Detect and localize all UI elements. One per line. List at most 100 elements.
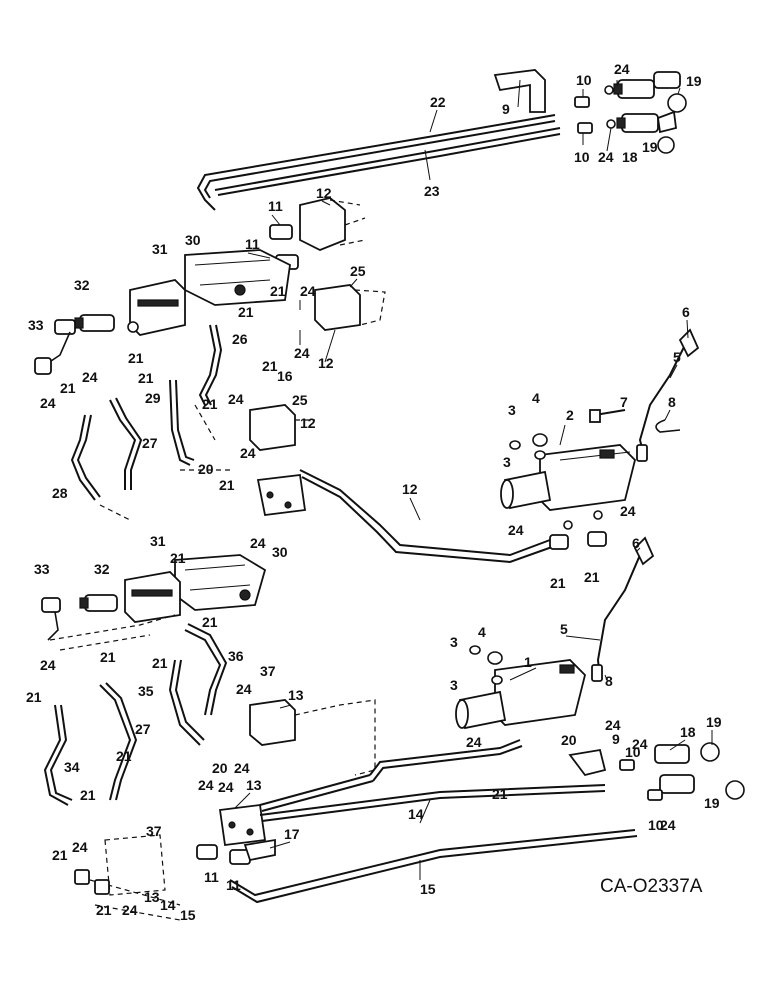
callout-19: 19	[686, 73, 702, 89]
callout-19: 19	[642, 139, 658, 155]
hose-26	[198, 324, 223, 406]
tube-14	[259, 784, 606, 822]
coupler-33-top	[34, 319, 76, 375]
callout-21: 21	[550, 575, 566, 591]
motor-31-bottom	[124, 571, 181, 623]
callout-35: 35	[138, 683, 154, 699]
callout-21: 21	[96, 902, 112, 918]
callout-24: 24	[40, 657, 56, 673]
callout-23: 23	[424, 183, 440, 199]
hose-29	[109, 397, 143, 490]
callout-30: 30	[272, 544, 288, 560]
callout-24: 24	[605, 717, 621, 733]
callout-29: 29	[145, 390, 161, 406]
callout-24: 24	[250, 535, 266, 551]
callout-24: 24	[300, 283, 316, 299]
fitting-10-top	[574, 96, 593, 134]
callout-24: 24	[228, 391, 244, 407]
coupler-18-top	[604, 79, 659, 133]
o-rings-3-4-top	[509, 433, 548, 460]
callout-24: 24	[236, 681, 252, 697]
callout-1: 1	[524, 654, 532, 670]
callout-3: 3	[450, 634, 458, 650]
callout-8: 8	[668, 394, 676, 410]
coupler-32-top	[74, 314, 115, 332]
callout-37: 37	[146, 823, 162, 839]
callout-20: 20	[212, 760, 228, 776]
hose-27-bottom	[168, 659, 205, 746]
callout-27: 27	[135, 721, 151, 737]
callout-24: 24	[294, 345, 310, 361]
callout-21: 21	[270, 283, 286, 299]
callout-21: 21	[202, 614, 218, 630]
callouts: 1 2 3 3 3 3 4 4 5 5 6 6 7 8 8 9 9 10 10 …	[26, 61, 722, 923]
callout-21: 21	[202, 396, 218, 412]
bracket-30-top	[184, 249, 291, 306]
tube-22	[196, 114, 556, 211]
callout-21: 21	[170, 550, 186, 566]
dash-lower-left	[49, 614, 176, 651]
callout-21: 21	[80, 787, 96, 803]
callout-21: 21	[60, 380, 76, 396]
callout-33: 33	[28, 317, 44, 333]
callout-10: 10	[574, 149, 590, 165]
callout-24: 24	[620, 503, 636, 519]
callout-21: 21	[238, 304, 254, 320]
callout-21: 21	[52, 847, 68, 863]
valve-block-13-lower	[218, 803, 267, 847]
callout-5: 5	[560, 621, 568, 637]
motor-31-top	[127, 279, 186, 336]
valve-block-12-top	[299, 197, 366, 251]
callout-3: 3	[450, 677, 458, 693]
callout-8: 8	[605, 673, 613, 689]
callout-13: 13	[288, 687, 304, 703]
callout-13: 13	[246, 777, 262, 793]
callout-14: 14	[408, 806, 424, 822]
callout-24: 24	[660, 817, 676, 833]
clip-8-top	[655, 419, 681, 433]
callout-37: 37	[260, 663, 276, 679]
callout-4: 4	[478, 624, 486, 640]
callout-17: 17	[284, 826, 300, 842]
callout-31: 31	[152, 241, 168, 257]
valve-block-25-lower	[249, 404, 315, 451]
callout-21: 21	[262, 358, 278, 374]
callout-25: 25	[292, 392, 308, 408]
callout-24: 24	[122, 902, 138, 918]
callout-32: 32	[94, 561, 110, 577]
callout-26: 26	[232, 331, 248, 347]
hose-28	[70, 414, 101, 501]
callout-12: 12	[318, 355, 334, 371]
callout-3: 3	[503, 454, 511, 470]
callout-24: 24	[198, 777, 214, 793]
callout-34: 34	[64, 759, 80, 775]
tube-12-mid	[299, 469, 553, 564]
callout-20: 20	[198, 461, 214, 477]
tube-23	[214, 127, 561, 196]
callout-21: 21	[116, 748, 132, 764]
callout-12: 12	[316, 185, 332, 201]
callout-30: 30	[185, 232, 201, 248]
callout-6: 6	[682, 304, 690, 320]
callout-24: 24	[598, 149, 614, 165]
callout-36: 36	[228, 648, 244, 664]
callout-24: 24	[632, 736, 648, 752]
valve-block-25-upper	[314, 284, 386, 331]
callout-11: 11	[245, 236, 260, 252]
callout-9: 9	[502, 101, 510, 117]
callout-24: 24	[72, 839, 88, 855]
callout-18: 18	[680, 724, 696, 740]
callout-21: 21	[152, 655, 168, 671]
fittings-21-mid	[549, 510, 607, 550]
block-37-lower	[74, 834, 181, 921]
callout-7: 7	[620, 394, 628, 410]
bracket-9-top	[493, 69, 546, 113]
callout-24: 24	[234, 760, 250, 776]
callout-11: 11	[226, 877, 241, 893]
callout-21: 21	[138, 370, 154, 386]
callout-24: 24	[614, 61, 630, 77]
callout-21: 21	[219, 477, 235, 493]
drawing-code: CA-O2337A	[600, 876, 703, 897]
